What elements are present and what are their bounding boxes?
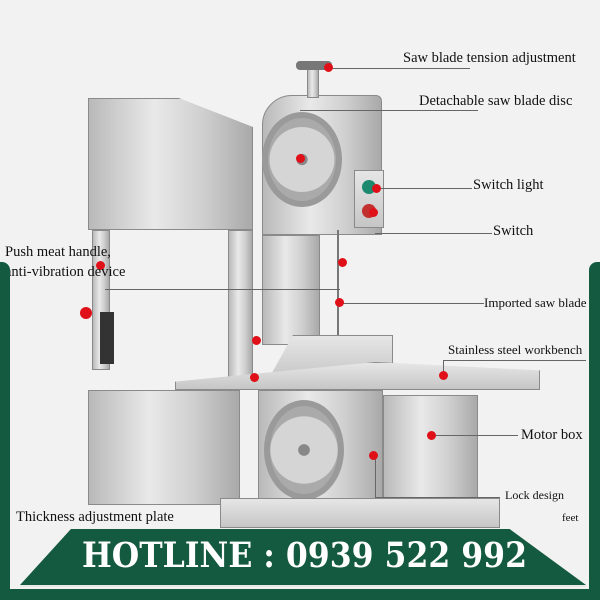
callout-dot <box>427 431 436 440</box>
label-switch: Switch <box>493 223 534 239</box>
callout-dot <box>372 184 381 193</box>
hotline-underline <box>20 585 586 587</box>
label-thickness: Thickness adjustment plate <box>16 509 174 525</box>
callout-dot <box>324 63 333 72</box>
frame-bottom <box>0 589 600 600</box>
column <box>262 235 320 345</box>
callout-dot <box>250 373 259 382</box>
callout-dot <box>252 336 261 345</box>
label-push-handle-2: anti-vibration device <box>5 264 126 280</box>
label-disc: Detachable saw blade disc <box>419 93 573 109</box>
lower-wheel <box>264 400 344 500</box>
label-motor-box: Motor box <box>521 427 583 443</box>
hotline-text[interactable]: HOTLINE : 0939 522 992 <box>82 535 528 576</box>
tension-rod <box>307 68 319 98</box>
callout-line <box>105 289 340 290</box>
label-switch-light: Switch light <box>473 177 544 193</box>
callout-dot <box>80 307 92 319</box>
base <box>220 498 500 528</box>
label-push-handle-1: Push meat handle, <box>5 244 111 260</box>
callout-line <box>443 360 444 375</box>
label-feet: feet <box>562 512 579 524</box>
callout-dot <box>96 261 105 270</box>
label-workbench: Stainless steel workbench <box>448 342 583 357</box>
callout-line <box>375 233 492 234</box>
left-door-lower <box>88 390 240 505</box>
callout-line <box>375 497 500 498</box>
callout-line <box>340 303 484 304</box>
label-lock: Lock design <box>505 488 564 502</box>
callout-dot <box>439 371 448 380</box>
callout-line <box>378 188 472 189</box>
frame-left <box>0 262 10 600</box>
callout-line <box>330 68 470 69</box>
push-handle <box>100 312 114 364</box>
callout-line <box>443 360 586 361</box>
motor-box <box>383 395 478 500</box>
saw-blade <box>337 230 339 360</box>
callout-line <box>432 435 518 436</box>
callout-dot <box>335 298 344 307</box>
left-door-upper <box>88 98 253 230</box>
frame-right <box>589 262 600 600</box>
left-door-post-right <box>228 230 253 380</box>
callout-line <box>300 110 478 111</box>
label-tension: Saw blade tension adjustment <box>403 50 576 66</box>
switch-panel <box>354 170 384 228</box>
callout-dot <box>369 208 378 217</box>
callout-dot <box>296 154 305 163</box>
hotline-banner <box>20 529 586 585</box>
callout-dot <box>338 258 347 267</box>
label-saw-blade: Imported saw blade <box>484 295 587 310</box>
callout-line <box>375 455 376 497</box>
tension-knob <box>296 61 332 70</box>
callout-dot <box>369 451 378 460</box>
